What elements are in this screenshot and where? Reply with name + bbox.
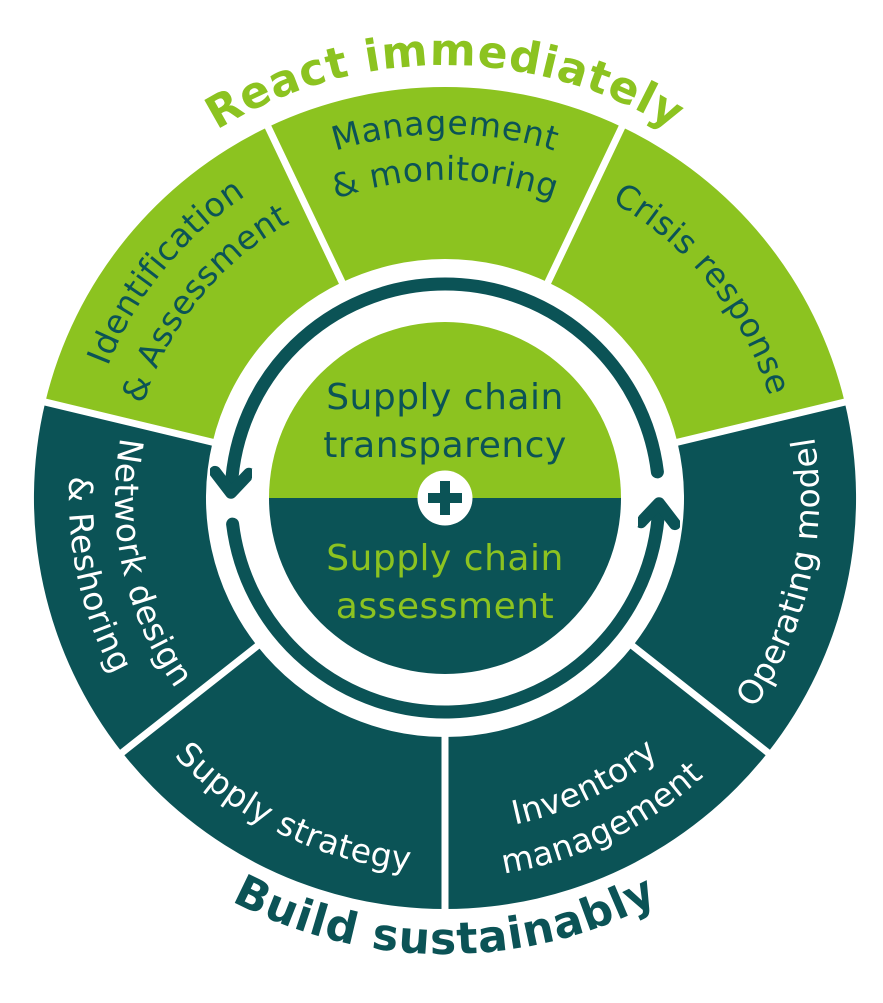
plus-in-circle-icon bbox=[417, 470, 473, 526]
segment-divider bbox=[670, 397, 852, 448]
counterclockwise-cycle-arrows-icon bbox=[226, 277, 664, 719]
inner-half-assessment bbox=[269, 498, 621, 674]
segment-operating-model bbox=[632, 402, 857, 753]
segment-divider bbox=[115, 639, 265, 759]
inner-label-transparency-line2: transparency bbox=[323, 425, 567, 466]
segment-identification-assessment bbox=[45, 127, 343, 443]
segment-dividers bbox=[38, 120, 852, 915]
segment-divider bbox=[625, 639, 775, 759]
segment-inventory-management bbox=[445, 646, 768, 909]
cycle-arrow-top-arc bbox=[231, 277, 664, 487]
segment-divider bbox=[542, 120, 628, 290]
inner-half-transparency bbox=[269, 322, 621, 498]
segment-divider bbox=[262, 120, 348, 290]
segment-supply-strategy bbox=[122, 646, 445, 909]
outer-ring bbox=[33, 86, 857, 915]
cycle-arrow-bottom-arc bbox=[226, 509, 659, 719]
inner-label-assessment-line2: assessment bbox=[336, 586, 554, 627]
segment-network-design-reshoring bbox=[33, 402, 258, 753]
inner-circle: Supply chain transparency Supply chain a… bbox=[269, 322, 621, 674]
inner-label-transparency-line1: Supply chain bbox=[326, 377, 564, 418]
segment-divider bbox=[38, 397, 220, 448]
inner-label-assessment-line1: Supply chain bbox=[326, 538, 564, 579]
segment-crisis-response bbox=[547, 127, 845, 443]
segment-management-monitoring bbox=[268, 86, 622, 283]
